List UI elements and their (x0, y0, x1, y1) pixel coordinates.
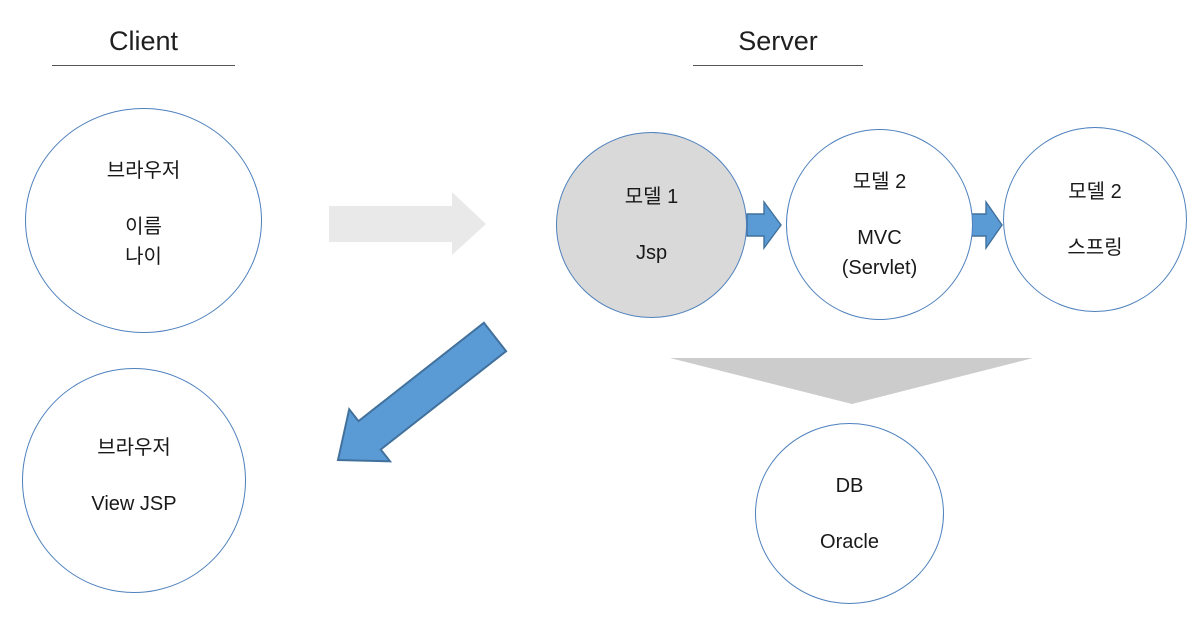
node-browser-request-line2: 이름 (125, 215, 162, 238)
server-to-client-view-arrow-icon (336, 321, 508, 463)
node-browser-view: 브라우저 View JSP (22, 368, 246, 593)
node-db-title: DB (835, 474, 864, 497)
server-header-label: Server (738, 26, 818, 56)
server-section-header: Server (693, 26, 863, 66)
node-browser-request: 브라우저 이름 나이 (25, 108, 262, 333)
node-model2-mvc-servlet: 모델 2 MVC (Servlet) (786, 129, 973, 320)
node-browser-view-line2: View JSP (91, 492, 177, 515)
node-model1-jsp: 모델 1 Jsp (556, 132, 747, 318)
server-header-underline (693, 65, 863, 66)
node-model2-spring: 모델 2 스프링 (1003, 127, 1187, 312)
node-browser-request-line3: 나이 (125, 245, 162, 268)
client-header-underline (52, 65, 235, 66)
mvc-to-spring-arrow-icon (969, 199, 1003, 251)
node-model2-mvc-line3: (Servlet) (841, 256, 918, 279)
client-section-header: Client (52, 26, 235, 66)
server-to-db-triangle-icon (670, 358, 1033, 404)
node-db-oracle: DB Oracle (755, 423, 944, 604)
node-model2-mvc-line2: MVC (857, 226, 902, 249)
node-model1-title: 모델 1 (624, 186, 679, 208)
client-to-server-arrow-icon (329, 192, 486, 255)
node-browser-request-title: 브라우저 (106, 159, 181, 182)
model1-to-mvc-arrow-icon (746, 199, 782, 251)
node-model2-spring-title: 모델 2 (1068, 180, 1122, 203)
client-header-label: Client (108, 26, 179, 56)
node-db-line2: Oracle (820, 530, 879, 553)
node-model1-line2: Jsp (635, 242, 668, 264)
node-model2-mvc-title: 모델 2 (852, 170, 907, 193)
node-browser-view-title: 브라우저 (97, 436, 171, 459)
node-model2-spring-line2: 스프링 (1067, 236, 1123, 259)
